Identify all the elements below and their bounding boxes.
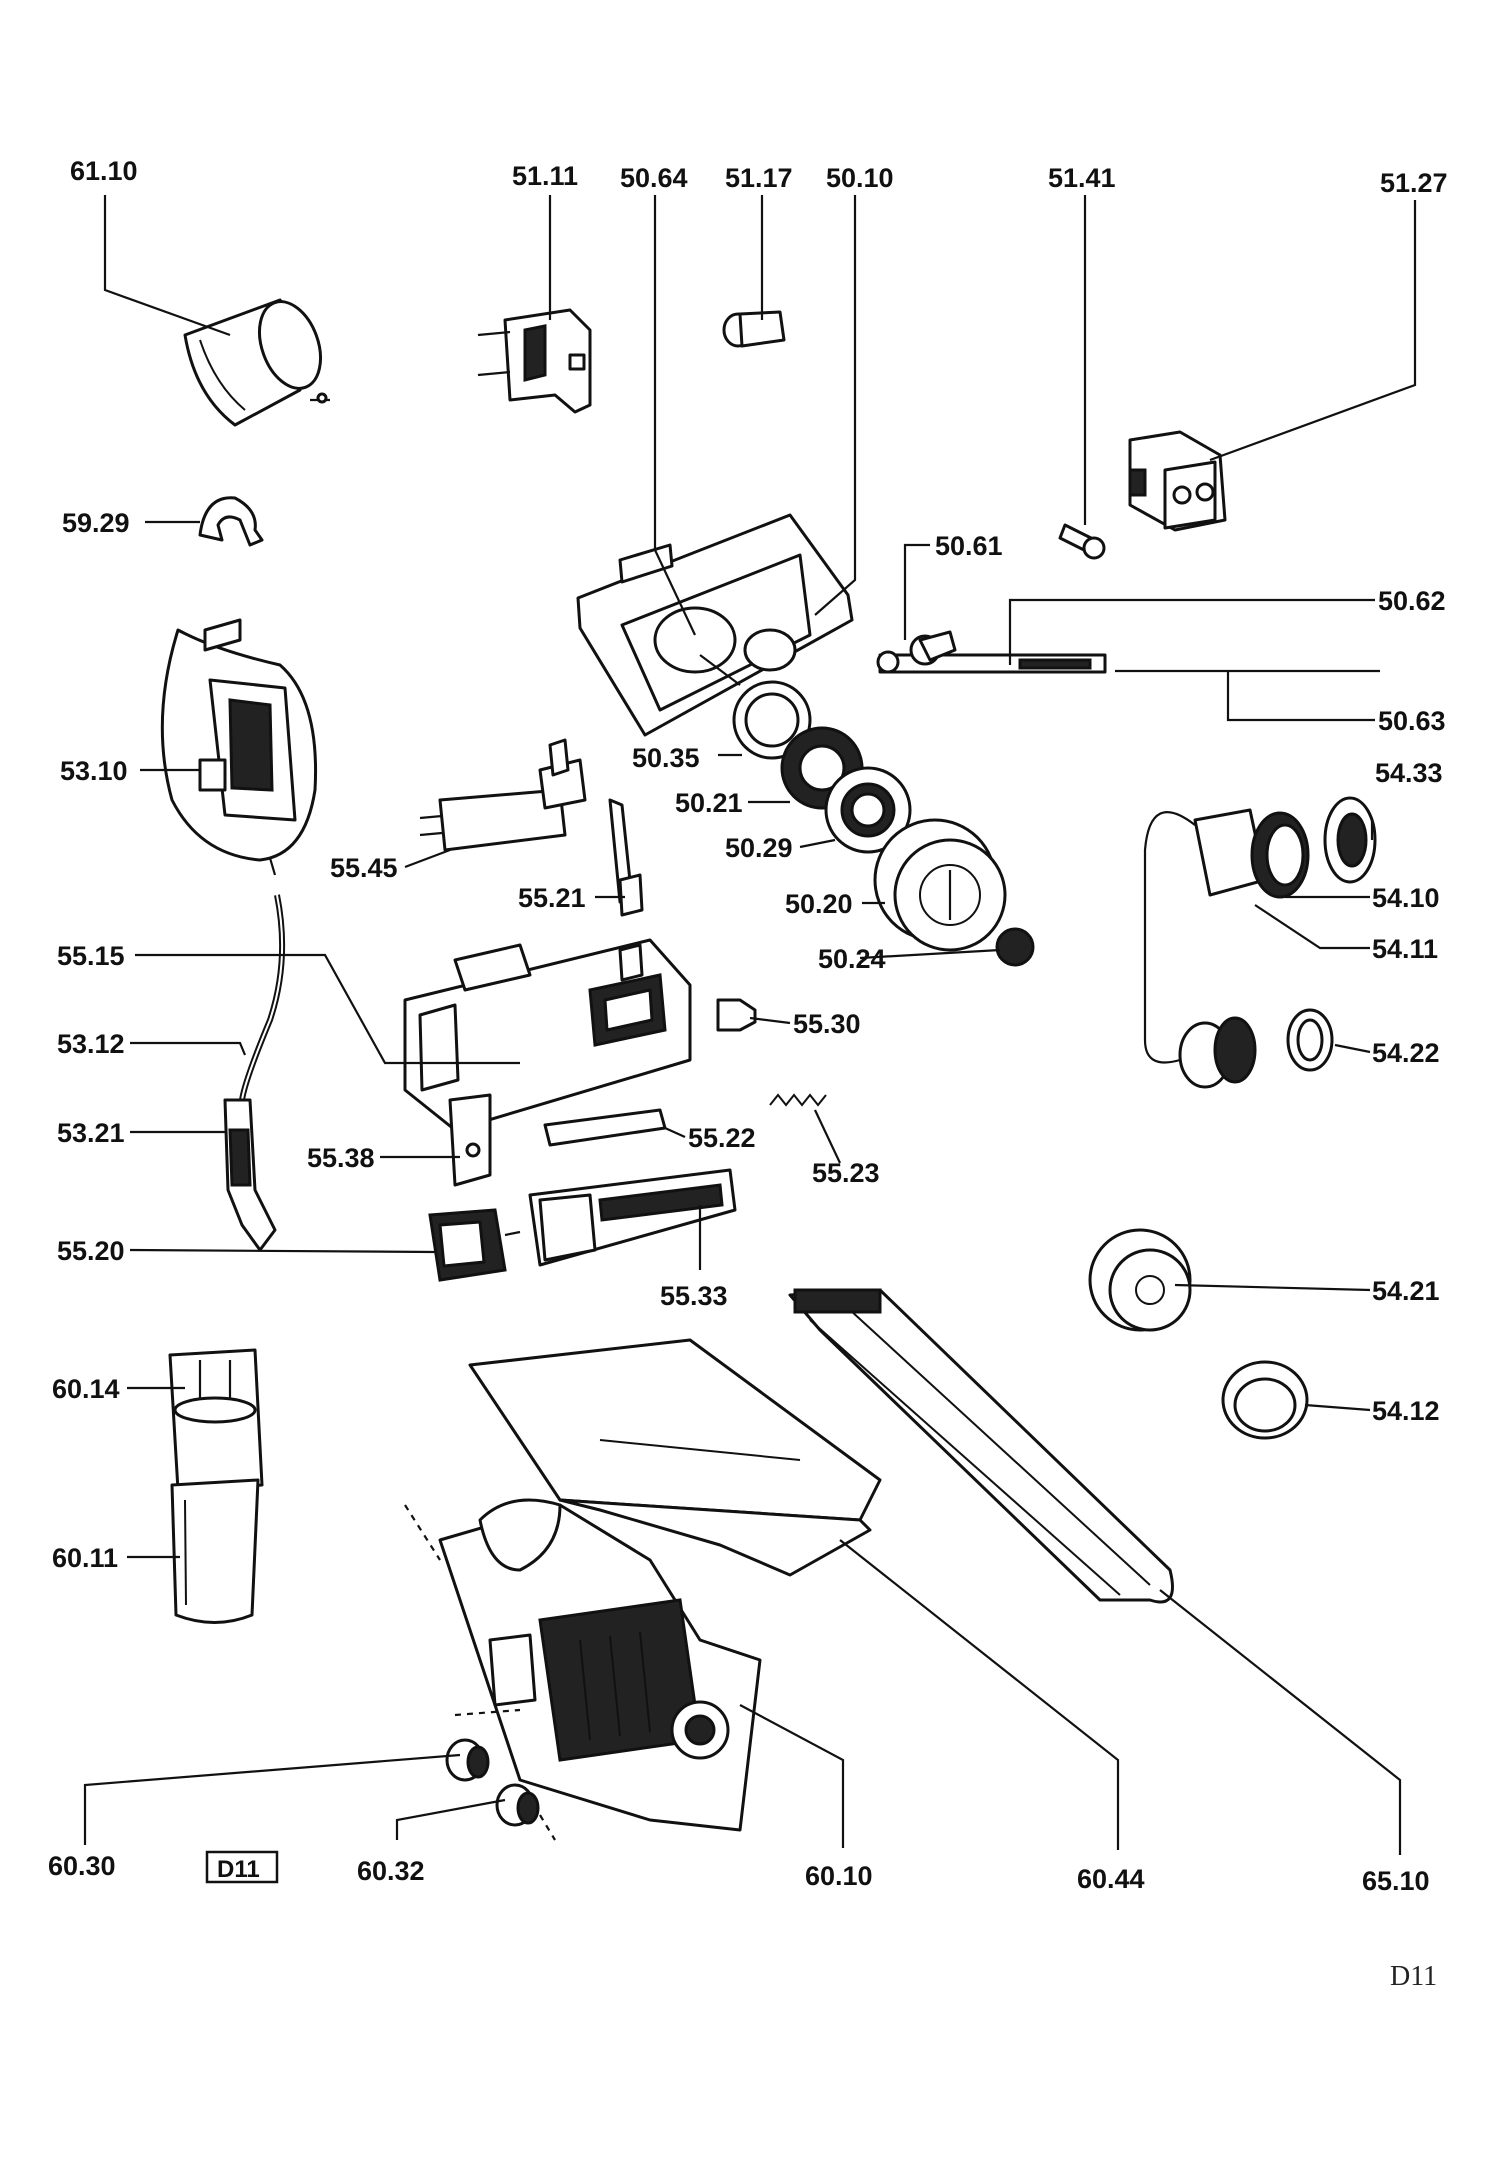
label-59-29: 59.29	[62, 508, 130, 538]
label-55-30: 55.30	[793, 1009, 861, 1039]
label-60-11: 60.11	[52, 1543, 118, 1573]
label-60-10: 60.10	[805, 1861, 873, 1891]
part-50-29-dial	[824, 766, 912, 854]
label-50-20: 50.20	[785, 889, 853, 919]
page-code: D11	[1390, 1961, 1437, 1992]
label-50-35: 50.35	[632, 743, 700, 773]
part-53-10-pressure-switch	[160, 618, 318, 876]
label-53-21: 53.21	[57, 1118, 125, 1148]
part-60-11-filter	[170, 1478, 260, 1624]
label-60-30: 60.30	[48, 1851, 116, 1881]
part-55-15-door-lock	[403, 938, 692, 1132]
label-51-17: 51.17	[725, 163, 793, 193]
label-54-12: 54.12	[1372, 1396, 1440, 1426]
label-50-62: 50.62	[1378, 586, 1446, 616]
label-55-20: 55.20	[57, 1236, 125, 1266]
label-50-64: 50.64	[620, 163, 688, 193]
label-50-21: 50.21	[675, 788, 743, 818]
label-53-10: 53.10	[60, 756, 128, 786]
label-51-27: 51.27	[1380, 168, 1448, 198]
part-51-27-terminal-block	[1128, 430, 1227, 532]
part-60-10-pump	[438, 1498, 762, 1832]
boxed-code: D11	[205, 1850, 279, 1884]
label-50-63: 50.63	[1378, 706, 1446, 736]
label-51-41: 51.41	[1048, 163, 1116, 193]
label-60-32: 60.32	[357, 1856, 425, 1886]
part-50-24-cap	[995, 927, 1035, 967]
label-55-22: 55.22	[688, 1123, 756, 1153]
leader-lines	[83, 195, 1417, 1855]
part-55-21-spring-plate	[608, 798, 644, 917]
part-54-21-thermostat-disc	[1088, 1228, 1192, 1332]
label-50-61: 50.61	[935, 531, 1003, 561]
label-50-24: 50.24	[818, 944, 886, 974]
label-54-11: 54.11	[1372, 934, 1438, 964]
label-50-10: 50.10	[826, 163, 894, 193]
part-60-44-panel	[468, 1338, 882, 1577]
part-54-12-ring	[1221, 1360, 1309, 1440]
part-50-10-programmer-housing	[576, 513, 854, 737]
label-65-10: 65.10	[1362, 1866, 1430, 1896]
part-55-23-spring	[769, 1093, 827, 1107]
part-59-29-clip	[198, 496, 264, 547]
part-54-10-thermostat	[1193, 808, 1310, 899]
part-60-32-grommet	[495, 1783, 540, 1827]
part-55-20-switch	[428, 1208, 521, 1282]
part-55-22-slider	[543, 1108, 667, 1147]
label-50-29: 50.29	[725, 833, 793, 863]
label-55-21: 55.21	[518, 883, 586, 913]
part-65-10-heater	[788, 1288, 1174, 1604]
boxed-code-text: D11	[217, 1856, 260, 1883]
part-50-20-knob	[873, 818, 1007, 952]
part-61-10-capacitor	[183, 298, 330, 427]
label-55-15: 55.15	[57, 941, 125, 971]
part-60-30-grommet	[445, 1738, 490, 1782]
label-54-22: 54.22	[1372, 1038, 1440, 1068]
label-53-12: 53.12	[57, 1029, 125, 1059]
label-54-21: 54.21	[1372, 1276, 1440, 1306]
part-60-14-cap	[168, 1348, 264, 1492]
part-54-11-capillary	[1143, 811, 1196, 1064]
part-54-33-knob-ring	[1323, 796, 1377, 884]
label-55-23: 55.23	[812, 1158, 880, 1188]
part-51-11-switch	[477, 308, 592, 414]
part-50-61-50-62-rod	[876, 630, 1107, 674]
part-53-21-chamber	[223, 1098, 277, 1252]
part-55-45-microswitch	[419, 738, 587, 852]
label-60-44: 60.44	[1077, 1864, 1145, 1894]
part-55-30-pin	[716, 998, 757, 1032]
part-51-17-lamp	[722, 310, 786, 348]
label-61-10: 61.10	[70, 156, 138, 186]
label-55-45: 55.45	[330, 853, 398, 883]
label-55-33: 55.33	[660, 1281, 728, 1311]
label-55-38: 55.38	[307, 1143, 375, 1173]
label-54-33: 54.33	[1375, 758, 1443, 788]
part-50-35-knob	[732, 680, 812, 760]
label-51-11: 51.11	[512, 161, 578, 191]
part-51-41-bulb	[1058, 523, 1106, 560]
part-55-38-bracket	[448, 1093, 492, 1187]
part-54-sensor	[1178, 1016, 1257, 1089]
part-55-33-lock-mechanism	[528, 1168, 737, 1267]
part-54-22-ring	[1286, 1008, 1334, 1072]
label-60-14: 60.14	[52, 1374, 120, 1404]
label-54-10: 54.10	[1372, 883, 1440, 913]
part-labels: 61.10 51.11 50.64 51.17 50.10 51.41 51.2…	[48, 156, 1448, 1896]
